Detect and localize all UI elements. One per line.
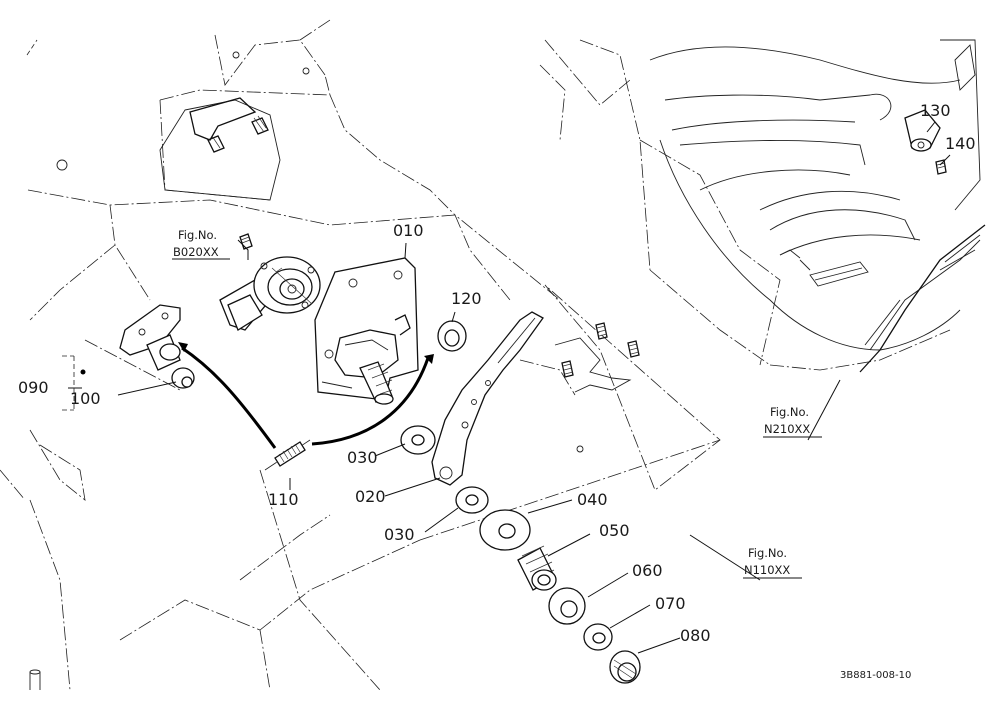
washer-060 [548, 587, 586, 625]
actuator-motor [219, 233, 321, 331]
fig-ref-prefix: Fig.No. [178, 228, 217, 242]
handle-090 [119, 304, 181, 371]
callout-120: 120 [451, 289, 482, 308]
fig-ref-b020: Fig.No. B020XX [172, 228, 230, 260]
callout-110: 110 [268, 490, 299, 509]
fig-ref-prefix: Fig.No. [748, 546, 787, 560]
callout-040: 040 [577, 490, 608, 509]
fig-ref-prefix: Fig.No. [770, 405, 809, 419]
washer-030a [400, 425, 436, 455]
stub-lower-left [29, 669, 41, 690]
callout-130: 130 [920, 101, 951, 120]
callout-060: 060 [632, 561, 663, 580]
callout-030-lower: 030 [384, 525, 415, 544]
callout-labels: 010 120 130 140 090 100 110 030 020 030 … [18, 101, 976, 645]
studs-mid [554, 322, 640, 453]
callout-070: 070 [655, 594, 686, 613]
fig-ref-n110: Fig.No. N110XX [743, 546, 802, 579]
callout-010: 010 [393, 221, 424, 240]
fig-ref-code: N110XX [744, 563, 790, 577]
leader-lines [62, 121, 951, 654]
mount-bracket [56, 51, 310, 201]
spring-110 [178, 342, 434, 467]
fig-ref-code: N210XX [764, 422, 810, 436]
washer-030b [455, 486, 489, 514]
callout-050: 050 [599, 521, 630, 540]
callout-090: 090 [18, 378, 49, 397]
washer-070 [583, 623, 613, 651]
callout-140: 140 [945, 134, 976, 153]
nut-080 [609, 650, 641, 684]
callout-020: 020 [355, 487, 386, 506]
drawing-code: 3B881-008-10 [840, 670, 911, 681]
callout-080: 080 [680, 626, 711, 645]
seat-area [649, 39, 986, 373]
bracket-010 [314, 257, 419, 405]
screw-140 [935, 159, 947, 175]
callout-030-upper: 030 [347, 448, 378, 467]
lever-020 [431, 311, 544, 486]
collar-100 [171, 367, 195, 389]
damper-130 [904, 109, 941, 152]
fig-ref-n210: Fig.No. N210XX [763, 405, 822, 438]
washer-040 [479, 509, 531, 551]
nut-120 [437, 320, 467, 352]
fig-ref-code: B020XX [173, 245, 219, 259]
callout-100: 100 [70, 389, 101, 408]
spring-050 [517, 545, 557, 591]
